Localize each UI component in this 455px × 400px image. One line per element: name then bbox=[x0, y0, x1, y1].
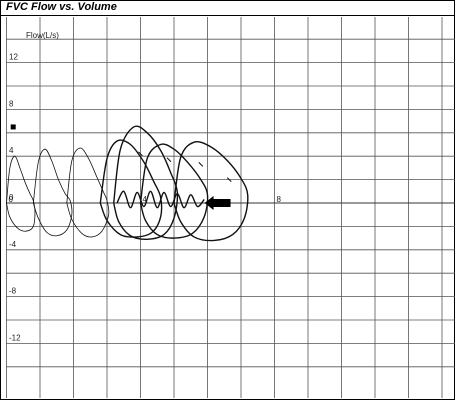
y-tick-label: -4 bbox=[9, 240, 17, 249]
loop-tick-mark bbox=[226, 177, 232, 182]
y-axis-label: Flow(L/s) bbox=[26, 31, 59, 40]
y-tick-label: -8 bbox=[9, 287, 17, 296]
loop-tick-mark bbox=[138, 151, 143, 157]
x-tick-label: 0 bbox=[9, 195, 14, 204]
chart-title: FVC Flow vs. Volume bbox=[0, 0, 455, 16]
y-tick-label: 4 bbox=[9, 146, 14, 155]
flow-volume-loop bbox=[99, 139, 163, 238]
flow-volume-loop bbox=[139, 143, 209, 239]
y-tick-label: 0 bbox=[9, 193, 14, 202]
square-marker bbox=[10, 124, 16, 130]
x-tick-label: 4 bbox=[143, 195, 148, 204]
loop-tick-mark bbox=[166, 157, 172, 163]
flow-volume-loop bbox=[173, 141, 249, 242]
y-tick-label: 12 bbox=[9, 53, 18, 62]
flow-volume-loop bbox=[113, 125, 179, 240]
flow-volume-loop bbox=[116, 190, 205, 209]
y-tick-label: 8 bbox=[9, 99, 14, 108]
loop-tick-mark bbox=[198, 162, 204, 167]
flow-volume-loop bbox=[32, 148, 73, 237]
y-tick-label: -12 bbox=[9, 333, 21, 342]
flow-volume-loop bbox=[66, 147, 110, 238]
x-tick-label: 8 bbox=[277, 195, 282, 204]
arrow-left-icon bbox=[204, 196, 231, 210]
